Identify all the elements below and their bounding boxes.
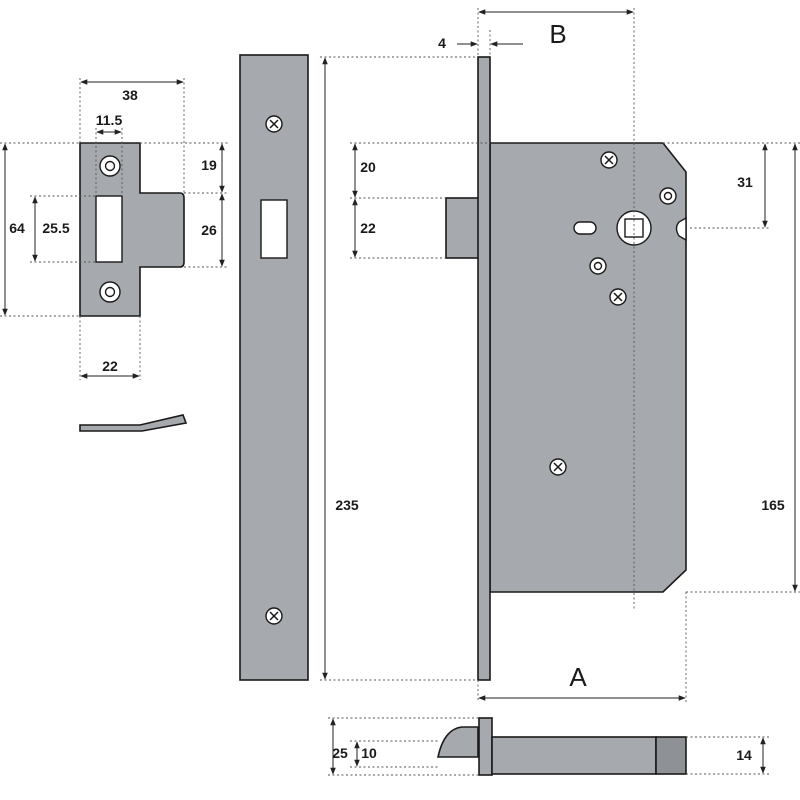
forend-latch-opening <box>260 199 288 259</box>
oval-slot <box>573 221 597 235</box>
dim-20-label: 20 <box>360 159 376 175</box>
dim-235-label: 235 <box>335 497 359 513</box>
lock-side-view <box>437 717 687 776</box>
dim-4-label: 4 <box>438 35 446 51</box>
side-view-dimensions: 25 10 14 <box>328 717 770 776</box>
dim-14-label: 14 <box>736 747 752 763</box>
dim-26-label: 26 <box>201 222 217 238</box>
dim-165-label: 165 <box>761 497 785 513</box>
strike-latch-opening <box>95 195 123 263</box>
dim-22-strike-label: 22 <box>102 358 118 374</box>
dim-64-label: 64 <box>9 220 25 236</box>
dim-10-label: 10 <box>361 745 377 761</box>
lock-forend-edge <box>477 56 491 681</box>
dim-A-label: A <box>569 662 587 692</box>
screw-head-icon <box>549 458 567 476</box>
dim-19-label: 19 <box>201 157 217 173</box>
forend-height-dimension: 235 <box>320 56 478 681</box>
screw-head-icon <box>265 607 283 625</box>
forend-plate <box>239 54 309 681</box>
strike-dimensions: 38 11.5 64 25.5 19 26 22 <box>0 78 228 380</box>
lock-dimensions: B 4 20 22 31 165 A <box>350 8 800 702</box>
strike-plate <box>79 142 185 317</box>
latch-bolt <box>445 197 483 259</box>
dim-25-5-label: 25.5 <box>42 220 69 236</box>
screw-head-icon <box>265 115 283 133</box>
dim-B-label: B <box>549 19 566 49</box>
dim-31-label: 31 <box>737 174 753 190</box>
latch-nose-side <box>437 726 479 758</box>
lock-case <box>445 56 687 681</box>
dim-25-label: 25 <box>332 745 348 761</box>
screw-head-icon <box>600 151 618 169</box>
screw-head-icon <box>609 288 627 306</box>
strike-lip-side-view <box>79 414 188 432</box>
dim-38-label: 38 <box>122 87 138 103</box>
dim-11-5-label: 11.5 <box>96 112 123 128</box>
dim-22-body-label: 22 <box>360 220 376 236</box>
